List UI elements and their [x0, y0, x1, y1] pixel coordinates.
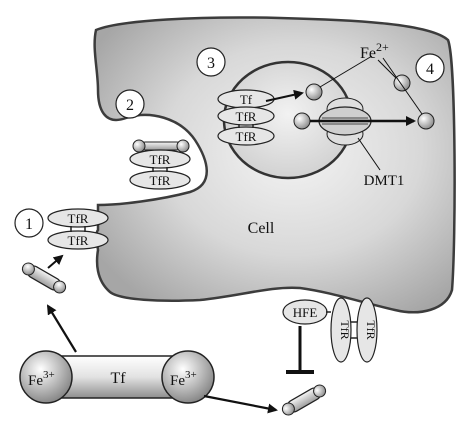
iron-ball-cytosol-lower [417, 112, 435, 130]
iron-ball-transported [293, 112, 311, 130]
iron-ball-released [305, 83, 323, 101]
pointer-fe-to-ball [319, 55, 373, 88]
step-2-marker: 2 [115, 89, 145, 119]
tf-label-endosome: Tf [240, 92, 253, 107]
pointer-fe-to-ball-upper [377, 59, 397, 79]
step-2-label: 2 [126, 97, 134, 114]
fe3-right-label: Fe3+ [170, 369, 197, 389]
hfe-label: HFE [293, 305, 318, 320]
tfr-label-endosome-lower: TfR [236, 129, 257, 144]
hfe-tfr-complex: HFE TfR TfR [282, 297, 378, 363]
apo-transferrin-free [21, 262, 67, 294]
tfr-complex-invagination: TfR TfR [129, 139, 191, 190]
step-4-label: 4 [426, 61, 434, 78]
pointer-dmt1 [357, 137, 381, 171]
step-1-label: 1 [25, 216, 33, 233]
step-1-marker: 1 [14, 208, 44, 238]
arrow-holo-to-lower-apo [203, 394, 278, 414]
tfr-complex-surface: TfR TfR [47, 208, 109, 250]
dmt1-label: DMT1 [364, 173, 405, 189]
arrow-apo-to-receptor [47, 254, 64, 269]
tfr-vertical-label-left: TfR [338, 320, 352, 339]
tfr-surface-label-upper: TfR [68, 211, 89, 226]
step-4-marker: 4 [415, 53, 445, 83]
cell-label: Cell [248, 220, 275, 237]
arrow-holo-to-apo [46, 304, 77, 353]
tfr-vertical-label-right: TfR [364, 320, 378, 339]
fe2-label: Fe2+ [360, 40, 389, 62]
holo-tf-label: Tf [110, 370, 126, 387]
tfr-surface-label-lower: TfR [68, 233, 89, 248]
tfr-label-lower: TfR [150, 173, 171, 188]
tf-tfr-complex-endosome: Tf TfR TfR [217, 89, 275, 146]
step-3-label: 3 [207, 55, 215, 72]
tfr-label-endosome-upper: TfR [236, 109, 257, 124]
fe3-left-label: Fe3+ [28, 369, 55, 389]
step-3-marker: 3 [196, 47, 226, 77]
holo-transferrin: Tf Fe3+ Fe3+ [19, 350, 215, 404]
tfr-label-upper: TfR [150, 152, 171, 167]
pointer-fe-to-ball-lower [382, 57, 423, 115]
arrow-tf-to-release [265, 89, 304, 102]
apo-transferrin-lower [281, 384, 327, 416]
